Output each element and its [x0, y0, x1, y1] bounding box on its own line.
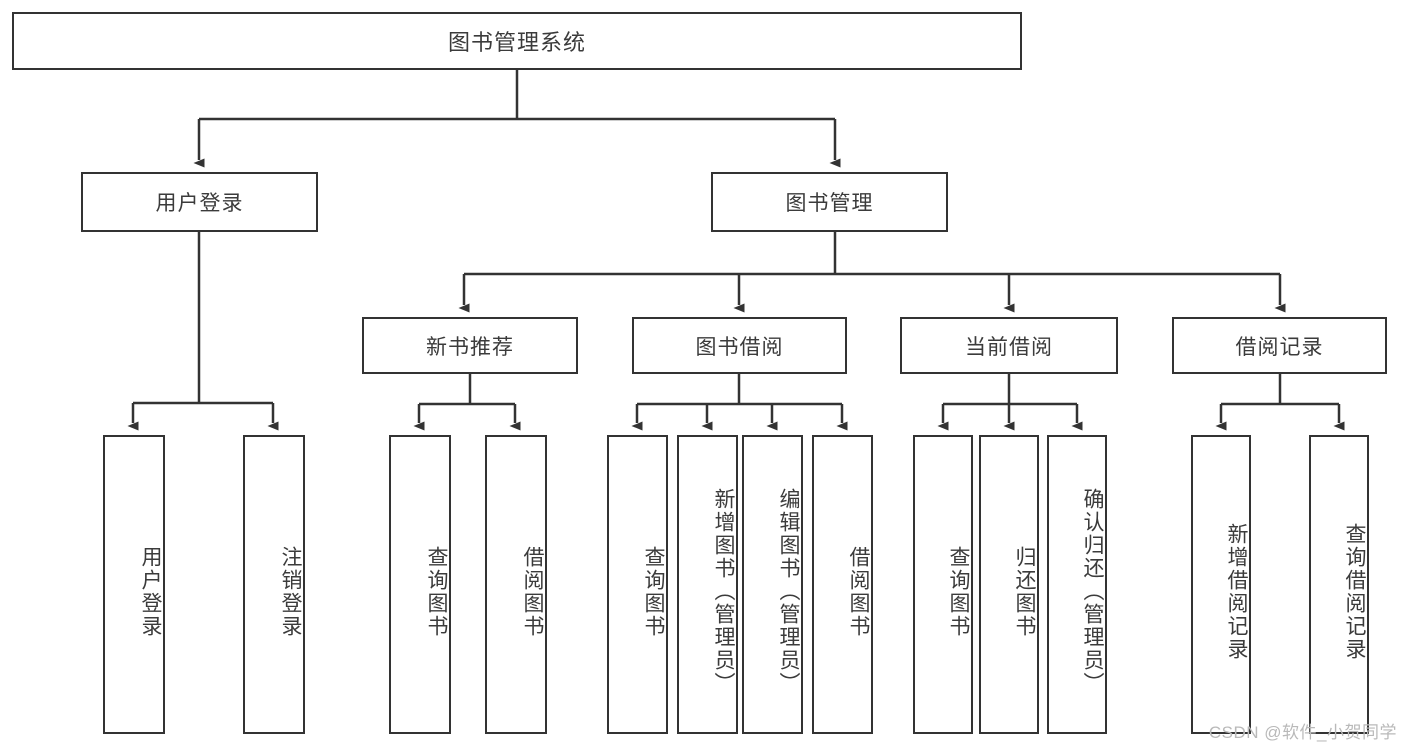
- node-current-label: 当前借阅: [965, 335, 1053, 359]
- node-leaf-borrow-edit[interactable]: 编辑图书（管理员）: [742, 435, 803, 734]
- node-leaf-user-logout[interactable]: 注销登录: [243, 435, 305, 734]
- node-leaf-current-confirm-label: 确认归还（管理员）: [1081, 488, 1104, 695]
- node-leaf-borrow-edit-label: 编辑图书（管理员）: [777, 488, 800, 695]
- node-bookmgmt[interactable]: 图书管理: [711, 172, 948, 232]
- node-current[interactable]: 当前借阅: [900, 317, 1118, 374]
- node-record[interactable]: 借阅记录: [1172, 317, 1387, 374]
- node-leaf-newbook-borrow-label: 借阅图书: [521, 545, 544, 638]
- node-leaf-borrow-add[interactable]: 新增图书（管理员）: [677, 435, 738, 734]
- node-record-label: 借阅记录: [1235, 335, 1324, 359]
- node-login[interactable]: 用户登录: [81, 172, 318, 232]
- node-leaf-borrow-add-label: 新增图书（管理员）: [712, 488, 735, 695]
- node-leaf-record-add-label: 新增借阅记录: [1225, 522, 1248, 661]
- node-borrow-label: 图书借阅: [695, 335, 784, 359]
- node-leaf-record-query[interactable]: 查询借阅记录: [1309, 435, 1369, 734]
- node-bookmgmt-label: 图书管理: [785, 192, 874, 215]
- node-leaf-user-login[interactable]: 用户登录: [103, 435, 165, 734]
- node-leaf-current-return-label: 归还图书: [1013, 545, 1036, 638]
- node-leaf-user-login-label: 用户登录: [139, 545, 162, 638]
- node-root-label: 图书管理系统: [447, 30, 586, 55]
- node-leaf-current-query-label: 查询图书: [947, 545, 970, 638]
- watermark: CSDN @软件_小贺同学: [1208, 723, 1397, 742]
- node-newbook[interactable]: 新书推荐: [362, 317, 578, 374]
- node-leaf-record-add[interactable]: 新增借阅记录: [1191, 435, 1251, 734]
- node-leaf-newbook-query[interactable]: 查询图书: [389, 435, 451, 734]
- node-root[interactable]: 图书管理系统: [12, 12, 1022, 70]
- node-leaf-current-return[interactable]: 归还图书: [979, 435, 1039, 734]
- node-borrow[interactable]: 图书借阅: [632, 317, 847, 374]
- node-leaf-newbook-query-label: 查询图书: [425, 545, 448, 638]
- node-leaf-borrow-book[interactable]: 借阅图书: [812, 435, 873, 734]
- node-leaf-borrow-query[interactable]: 查询图书: [607, 435, 668, 734]
- node-leaf-current-query[interactable]: 查询图书: [913, 435, 973, 734]
- node-leaf-user-logout-label: 注销登录: [279, 545, 302, 638]
- node-newbook-label: 新书推荐: [426, 335, 514, 359]
- node-leaf-borrow-book-label: 借阅图书: [847, 545, 870, 638]
- node-leaf-record-query-label: 查询借阅记录: [1343, 522, 1366, 661]
- node-leaf-borrow-query-label: 查询图书: [642, 545, 665, 638]
- node-login-label: 用户登录: [155, 192, 244, 215]
- node-leaf-current-confirm[interactable]: 确认归还（管理员）: [1047, 435, 1107, 734]
- node-leaf-newbook-borrow[interactable]: 借阅图书: [485, 435, 547, 734]
